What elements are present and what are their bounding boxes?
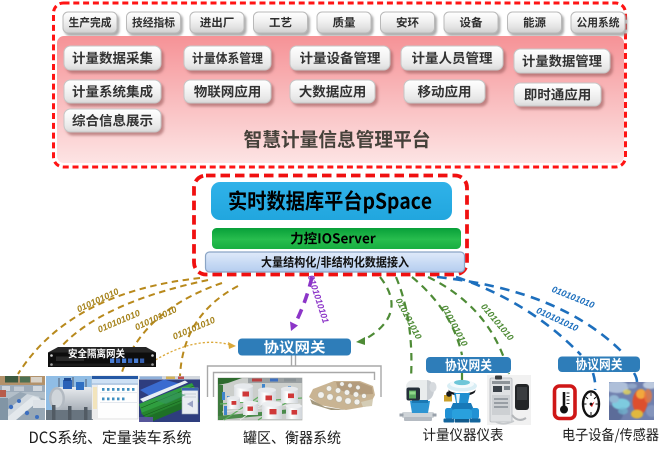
svg-text:010101010: 010101010 [479,302,516,343]
svg-text:010101010: 010101010 [96,308,141,335]
svg-text:010101010: 010101010 [535,305,580,333]
svg-text:010101010: 010101010 [171,315,216,342]
svg-text:010101010: 010101010 [133,304,178,332]
svg-text:010101010: 010101010 [440,303,470,347]
svg-text:010101010: 010101010 [550,284,596,310]
svg-text:010101010: 010101010 [394,296,424,340]
svg-text:0101010101: 0101010101 [306,274,331,325]
